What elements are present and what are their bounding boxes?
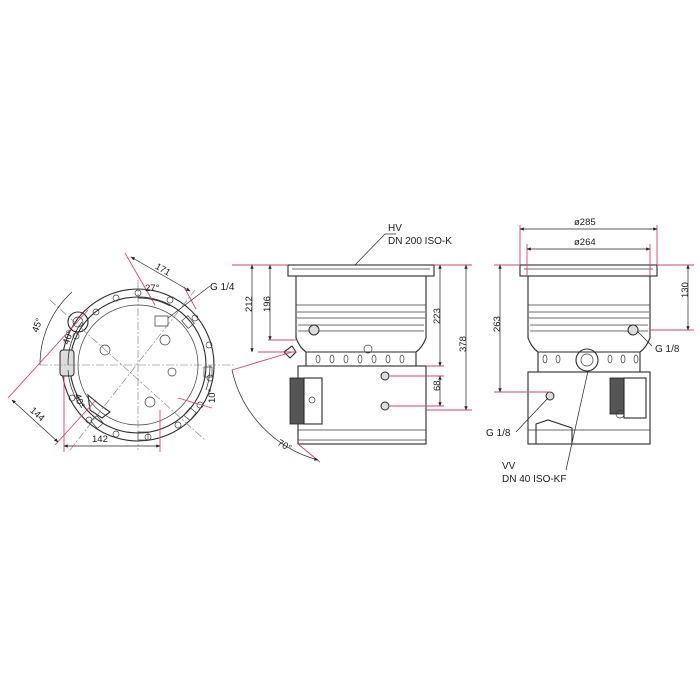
- front-vent-slots: [542, 354, 639, 364]
- side-port: [59, 349, 75, 377]
- label-g14: G 1/4: [210, 282, 235, 293]
- side-body: [295, 276, 427, 353]
- dim-arc-40b: [67, 369, 83, 409]
- leader-g14: [167, 285, 211, 319]
- dim-40deg-b: 40°: [71, 392, 86, 409]
- side-mid-section: [305, 352, 417, 367]
- front-electronics: [609, 377, 625, 415]
- port-feature: [99, 344, 111, 356]
- front-hv-flange: [519, 264, 658, 277]
- label-vv: VV: [502, 461, 516, 472]
- dim-144: 144: [27, 405, 46, 424]
- front-view: ø285 ø264 263 130 G 1/8 G 1/8 VV DN 40 I…: [486, 217, 694, 485]
- label-hv: HV: [388, 223, 402, 234]
- dim-212: 212: [244, 296, 255, 312]
- dim-40deg-a: 40°: [61, 329, 76, 346]
- dim-arc-45: [39, 291, 73, 366]
- dim-arc-27: [137, 297, 171, 307]
- dim-223: 223: [432, 308, 443, 324]
- port-feature: [159, 334, 171, 346]
- ext-line-144: [54, 399, 97, 446]
- dim-27deg: 27°: [145, 283, 160, 294]
- dim-378: 378: [458, 336, 469, 352]
- side-hv-flange: [287, 264, 435, 277]
- ext-line-10: [177, 397, 213, 409]
- dim-285: ø285: [574, 217, 596, 228]
- side-port-center: [363, 344, 373, 354]
- dim-arc-10: [205, 364, 211, 391]
- dim-arc-40a: [67, 321, 83, 366]
- front-vv-port: [575, 348, 599, 372]
- centerline-diag: [69, 289, 196, 451]
- flange-notches: [90, 315, 213, 441]
- front-bottom-connector: [535, 419, 573, 445]
- dim-196: 196: [262, 296, 273, 312]
- leader-vv: [565, 370, 589, 471]
- dim-264: ø264: [574, 237, 596, 248]
- side-fitting-bottom: [380, 401, 390, 411]
- ext-line-70: [231, 351, 293, 371]
- ext-line-144: [7, 309, 89, 399]
- connector-g14: [67, 311, 89, 333]
- front-port-g18: [627, 324, 639, 336]
- label-g18-left: G 1/8: [486, 428, 511, 439]
- port-feature: [167, 367, 177, 377]
- vent-slots: [315, 354, 405, 364]
- side-electronics-left: [289, 377, 305, 425]
- side-view: HV DN 200 ISO-K 212 196 223 68 378 70°: [231, 223, 472, 463]
- label-g18-right: G 1/8: [655, 344, 680, 355]
- dim-263: 263: [492, 316, 503, 332]
- front-body: [527, 276, 651, 353]
- dim-130: 130: [680, 282, 691, 298]
- dim-171: 171: [153, 261, 172, 278]
- leader-hv: [354, 233, 386, 266]
- dim-line-171: [130, 256, 191, 292]
- label-hv-flange: DN 200 ISO-K: [388, 236, 452, 247]
- side-port-left: [308, 324, 320, 336]
- label-vv-flange: DN 40 ISO-KF: [502, 474, 566, 485]
- leader-g18-right: [637, 331, 653, 347]
- dim-45deg: 45°: [30, 317, 45, 334]
- front-lower-housing: [527, 371, 651, 445]
- dim-arc-70: [231, 369, 319, 461]
- dim-10deg: 10°: [207, 388, 218, 403]
- bottom-view: 171 27° G 1/4 45° 40° 40° 10° 144 142: [7, 252, 236, 452]
- side-fitting-top: [380, 371, 390, 381]
- dim-70deg: 70°: [275, 438, 293, 455]
- dim-line-144: [11, 399, 59, 443]
- leader-g18-left: [515, 397, 549, 433]
- dim-142: 142: [92, 434, 108, 445]
- dim-68: 68: [432, 380, 443, 391]
- port-feature: [144, 396, 156, 408]
